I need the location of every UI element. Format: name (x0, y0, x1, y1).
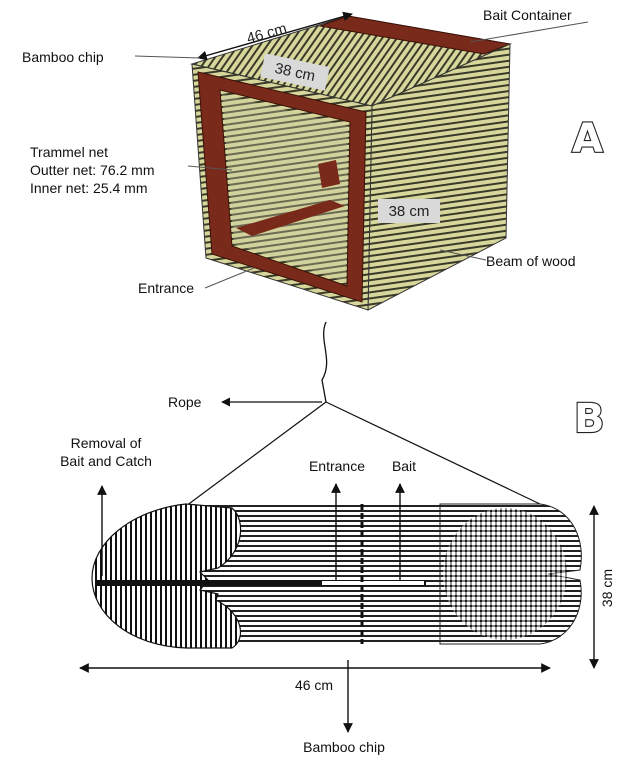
label-bamboo-chip-b: Bamboo chip (303, 739, 385, 755)
dim-length-text: 46 cm (295, 677, 333, 693)
label-removal-line2: Bait and Catch (60, 453, 152, 469)
label-bamboo-chip-a: Bamboo chip (22, 49, 104, 65)
leader-entrance-a (204, 267, 255, 289)
panel-a: 38 cm 38 cm 46 cm Bamboo chip Bait Conta… (22, 7, 604, 311)
dim-height-text-b: 38 cm (599, 569, 615, 607)
label-entrance-b: Entrance (309, 458, 365, 474)
entrance-gap (322, 581, 424, 585)
leader-bamboo-chip-a (134, 55, 201, 59)
rope-branch-right (325, 401, 541, 505)
panel-letter-a: A (572, 116, 603, 162)
entrance-opening (219, 89, 351, 287)
label-bait: Bait (392, 458, 416, 474)
panel-letter-b: B (574, 396, 605, 442)
center-slot (96, 580, 426, 586)
panel-b: Rope 46 cm 38 cm Removal of Bait and Cat… (60, 321, 615, 755)
label-rope: Rope (168, 394, 202, 410)
label-outer-net: Outter net: 76.2 mm (30, 162, 155, 178)
wood-beam-inner (236, 200, 345, 236)
dim-height-text: 38 cm (389, 203, 430, 220)
label-removal-line1: Removal of (71, 435, 142, 451)
label-trammel-net: Trammel net (30, 144, 108, 160)
trap-right-cap-mesh (443, 508, 567, 640)
label-bait-container: Bait Container (483, 7, 572, 23)
rope-branch-left (185, 401, 327, 507)
dim-depth-arrow (197, 11, 353, 61)
label-entrance-a: Entrance (138, 280, 194, 296)
trap-left-cap (91, 503, 242, 649)
leader-beam-of-wood (439, 249, 487, 261)
label-inner-net: Inner net: 25.4 mm (30, 180, 148, 196)
rope-line (321, 321, 328, 403)
dim-label-38-top: 38 cm (260, 53, 330, 91)
dim-label-38-side: 38 cm (378, 199, 440, 223)
wood-beam-inner-2 (318, 160, 340, 188)
leader-bait-container (469, 21, 589, 43)
leader-trammel-net (187, 165, 233, 171)
label-beam-of-wood: Beam of wood (486, 253, 576, 269)
